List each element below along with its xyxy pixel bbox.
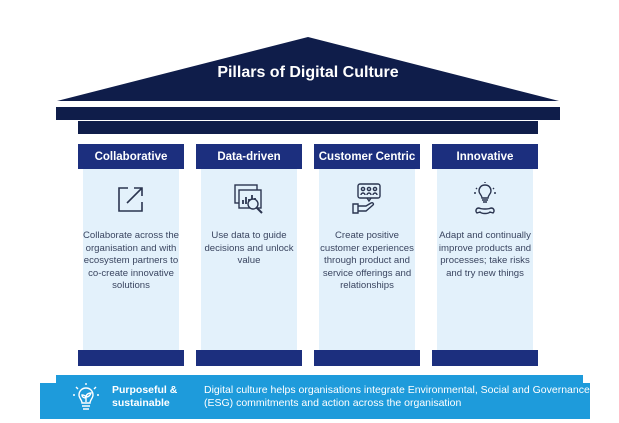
- pillar-header-customer-centric: Customer Centric: [314, 144, 420, 169]
- pillar-base-customer-centric: [314, 350, 420, 366]
- foundation-band: [40, 383, 590, 419]
- pillar-base-innovative: [432, 350, 538, 366]
- pillar-description-customer-centric: Create positive customer experiences thr…: [320, 230, 414, 292]
- roof: [57, 37, 559, 101]
- pillar-base-collaborative: [78, 350, 184, 366]
- entablature-bottom: [78, 121, 538, 134]
- pillar-header-innovative: Innovative: [432, 144, 538, 169]
- pillar-base-data-driven: [196, 350, 302, 366]
- lightbulb-gear-icon: [437, 182, 533, 216]
- pillar-description-collaborative: Collaborate across the organisation and …: [83, 230, 179, 292]
- lightbulb-leaf-icon: [72, 382, 100, 417]
- data-analysis-icon: [201, 182, 297, 216]
- pillar-header-data-driven: Data-driven: [196, 144, 302, 169]
- pillar-header-collaborative: Collaborative: [78, 144, 184, 169]
- external-link-icon: [83, 182, 179, 216]
- foundation-label: Purposeful & sustainable: [112, 384, 178, 409]
- customer-hand-icon: [319, 182, 415, 216]
- foundation-step: [56, 375, 583, 385]
- pillar-body-innovative: [437, 169, 533, 350]
- foundation-description: Digital culture helps organisations inte…: [204, 384, 590, 409]
- pillar-description-data-driven: Use data to guide decisions and unlock v…: [204, 230, 294, 267]
- pillar-description-innovative: Adapt and continually improve products a…: [438, 230, 532, 279]
- entablature-top: [56, 107, 560, 120]
- page-title: Pillars of Digital Culture: [217, 64, 399, 81]
